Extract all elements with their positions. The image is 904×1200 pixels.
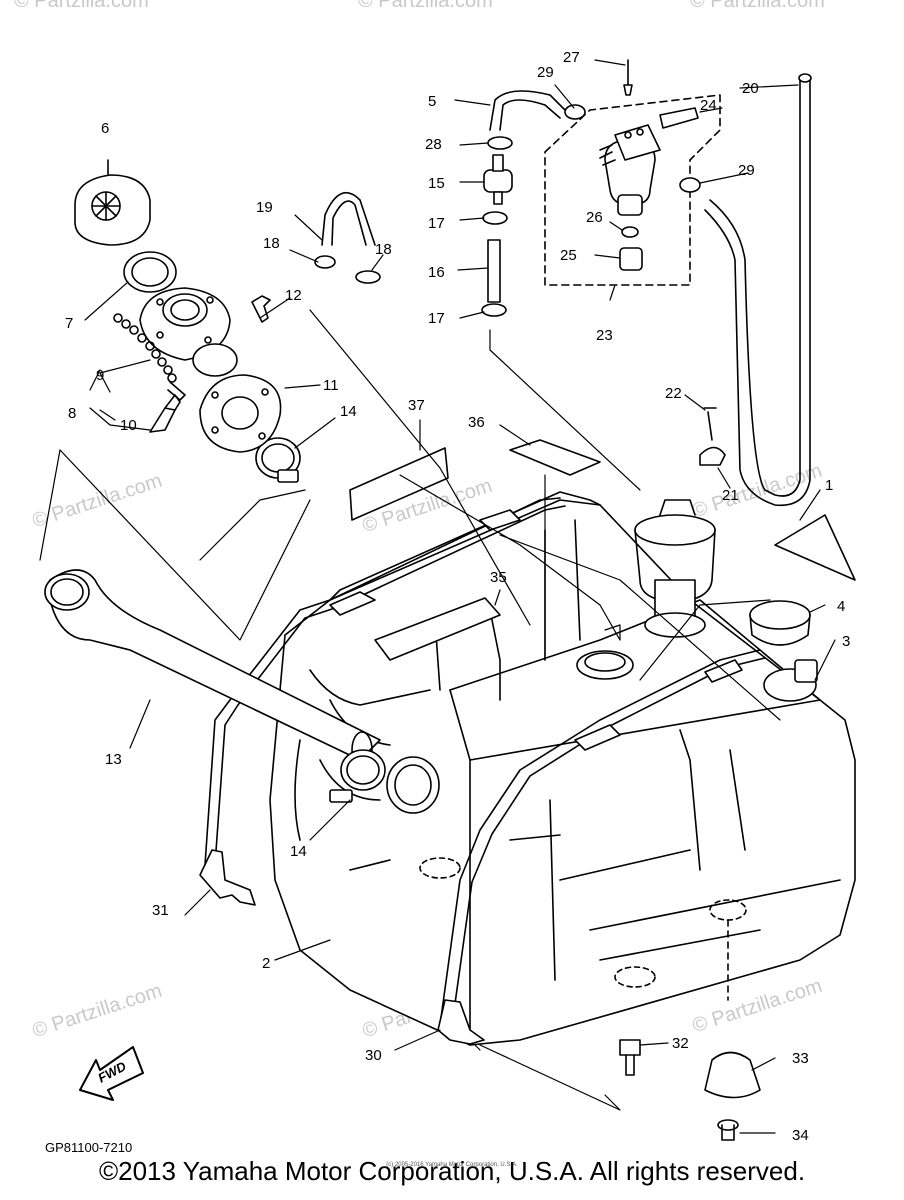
callout-33: 33 [792,1050,809,1067]
callout-14-top: 14 [340,403,357,420]
callout-17-lower: 17 [428,310,445,327]
hose-drawing [489,90,566,131]
filler-cap-drawing [74,159,151,246]
callout-14-bottom: 14 [290,843,307,860]
clamp-drawing [763,659,818,702]
fuel-sender-drawing [599,107,699,216]
callout-32: 32 [672,1035,689,1052]
callout-30: 30 [365,1047,382,1064]
kit-outline-drawing [544,94,721,286]
hose-drawing [487,239,501,303]
clamp-drawing [481,303,507,317]
callout-26: 26 [586,209,603,226]
callout-16: 16 [428,264,445,281]
mounting-ring-drawing [576,650,634,680]
callout-6: 6 [101,120,109,137]
o-ring-drawing [621,226,639,238]
callout-12: 12 [285,287,302,304]
callout-19: 19 [256,199,273,216]
watermark-text: © Partzilla.com [690,0,825,12]
callout-27: 27 [563,49,580,66]
clamp-drawing [487,136,513,150]
damper-drawing [704,1051,761,1099]
callout-11: 11 [323,377,339,394]
callout-17-upper: 17 [428,215,445,232]
installed-sender-drawing [634,499,716,638]
decal-drawing [349,447,449,521]
copyright-notice: ©2013 Yamaha Motor Corporation, U.S.A. A… [98,1156,806,1186]
hose-clamp-drawing [255,437,440,814]
breather-hose-drawing [321,191,376,246]
callout-23: 23 [596,327,613,344]
check-valve-drawing [483,154,513,205]
screw-drawing [149,394,181,433]
callout-35: 35 [490,569,507,586]
watermark-text: © Partzilla.com [358,0,493,12]
diagram-code: GP81100-7210 [45,1140,132,1155]
filler-hose-drawing [44,569,381,769]
callout-1: 1 [825,477,833,494]
callout-25: 25 [560,247,577,264]
callout-numbers: 1 2 3 4 5 6 7 8 9 10 11 12 13 14 14 15 1… [45,49,850,1155]
callout-10: 10 [120,417,137,434]
leader-lines [39,59,836,1134]
forward-arrow-icon: FWD [79,1046,144,1101]
callout-5: 5 [428,93,436,110]
clamp-drawing [482,211,508,225]
callout-15: 15 [428,175,445,192]
decal-drawing [774,514,856,581]
callout-20: 20 [742,80,759,97]
callout-36: 36 [468,414,485,431]
chain-drawing [113,313,186,401]
callout-28: 28 [425,136,442,153]
bolt-drawing [619,1039,641,1076]
small-copyright: (c) 2005-2016 Yamaha Motor Corporation, … [386,1162,518,1168]
pin-drawing [623,59,633,96]
callout-34: 34 [792,1127,809,1144]
callout-13: 13 [105,751,122,768]
callout-31: 31 [152,902,169,919]
flange-gasket-drawing [199,374,282,453]
callout-18-right: 18 [375,241,392,258]
callout-22: 22 [665,385,682,402]
screw-drawing [251,295,271,323]
callout-2: 2 [262,955,270,972]
callout-4: 4 [837,598,845,615]
callout-7: 7 [65,315,73,332]
bolt-drawing [717,1119,739,1141]
callout-37: 37 [408,397,425,414]
filter-drawing [619,247,643,271]
clamp-drawing [564,104,586,120]
watermark-text: © Partzilla.com [14,0,149,12]
callout-29-left: 29 [537,64,554,81]
callout-8: 8 [68,405,76,422]
clamp-drawing [679,177,701,193]
clip-drawing [699,407,726,466]
callout-29-right: 29 [738,162,755,179]
decal-drawing [509,439,601,476]
callout-24: 24 [700,97,717,114]
callout-18-left: 18 [263,235,280,252]
callout-9: 9 [96,367,104,384]
callout-21: 21 [722,487,739,504]
cap-drawing [749,600,811,646]
decal-drawing [374,597,501,661]
callout-3: 3 [842,633,850,650]
filler-neck-drawing [139,287,238,377]
vent-hose-drawing [704,79,811,507]
